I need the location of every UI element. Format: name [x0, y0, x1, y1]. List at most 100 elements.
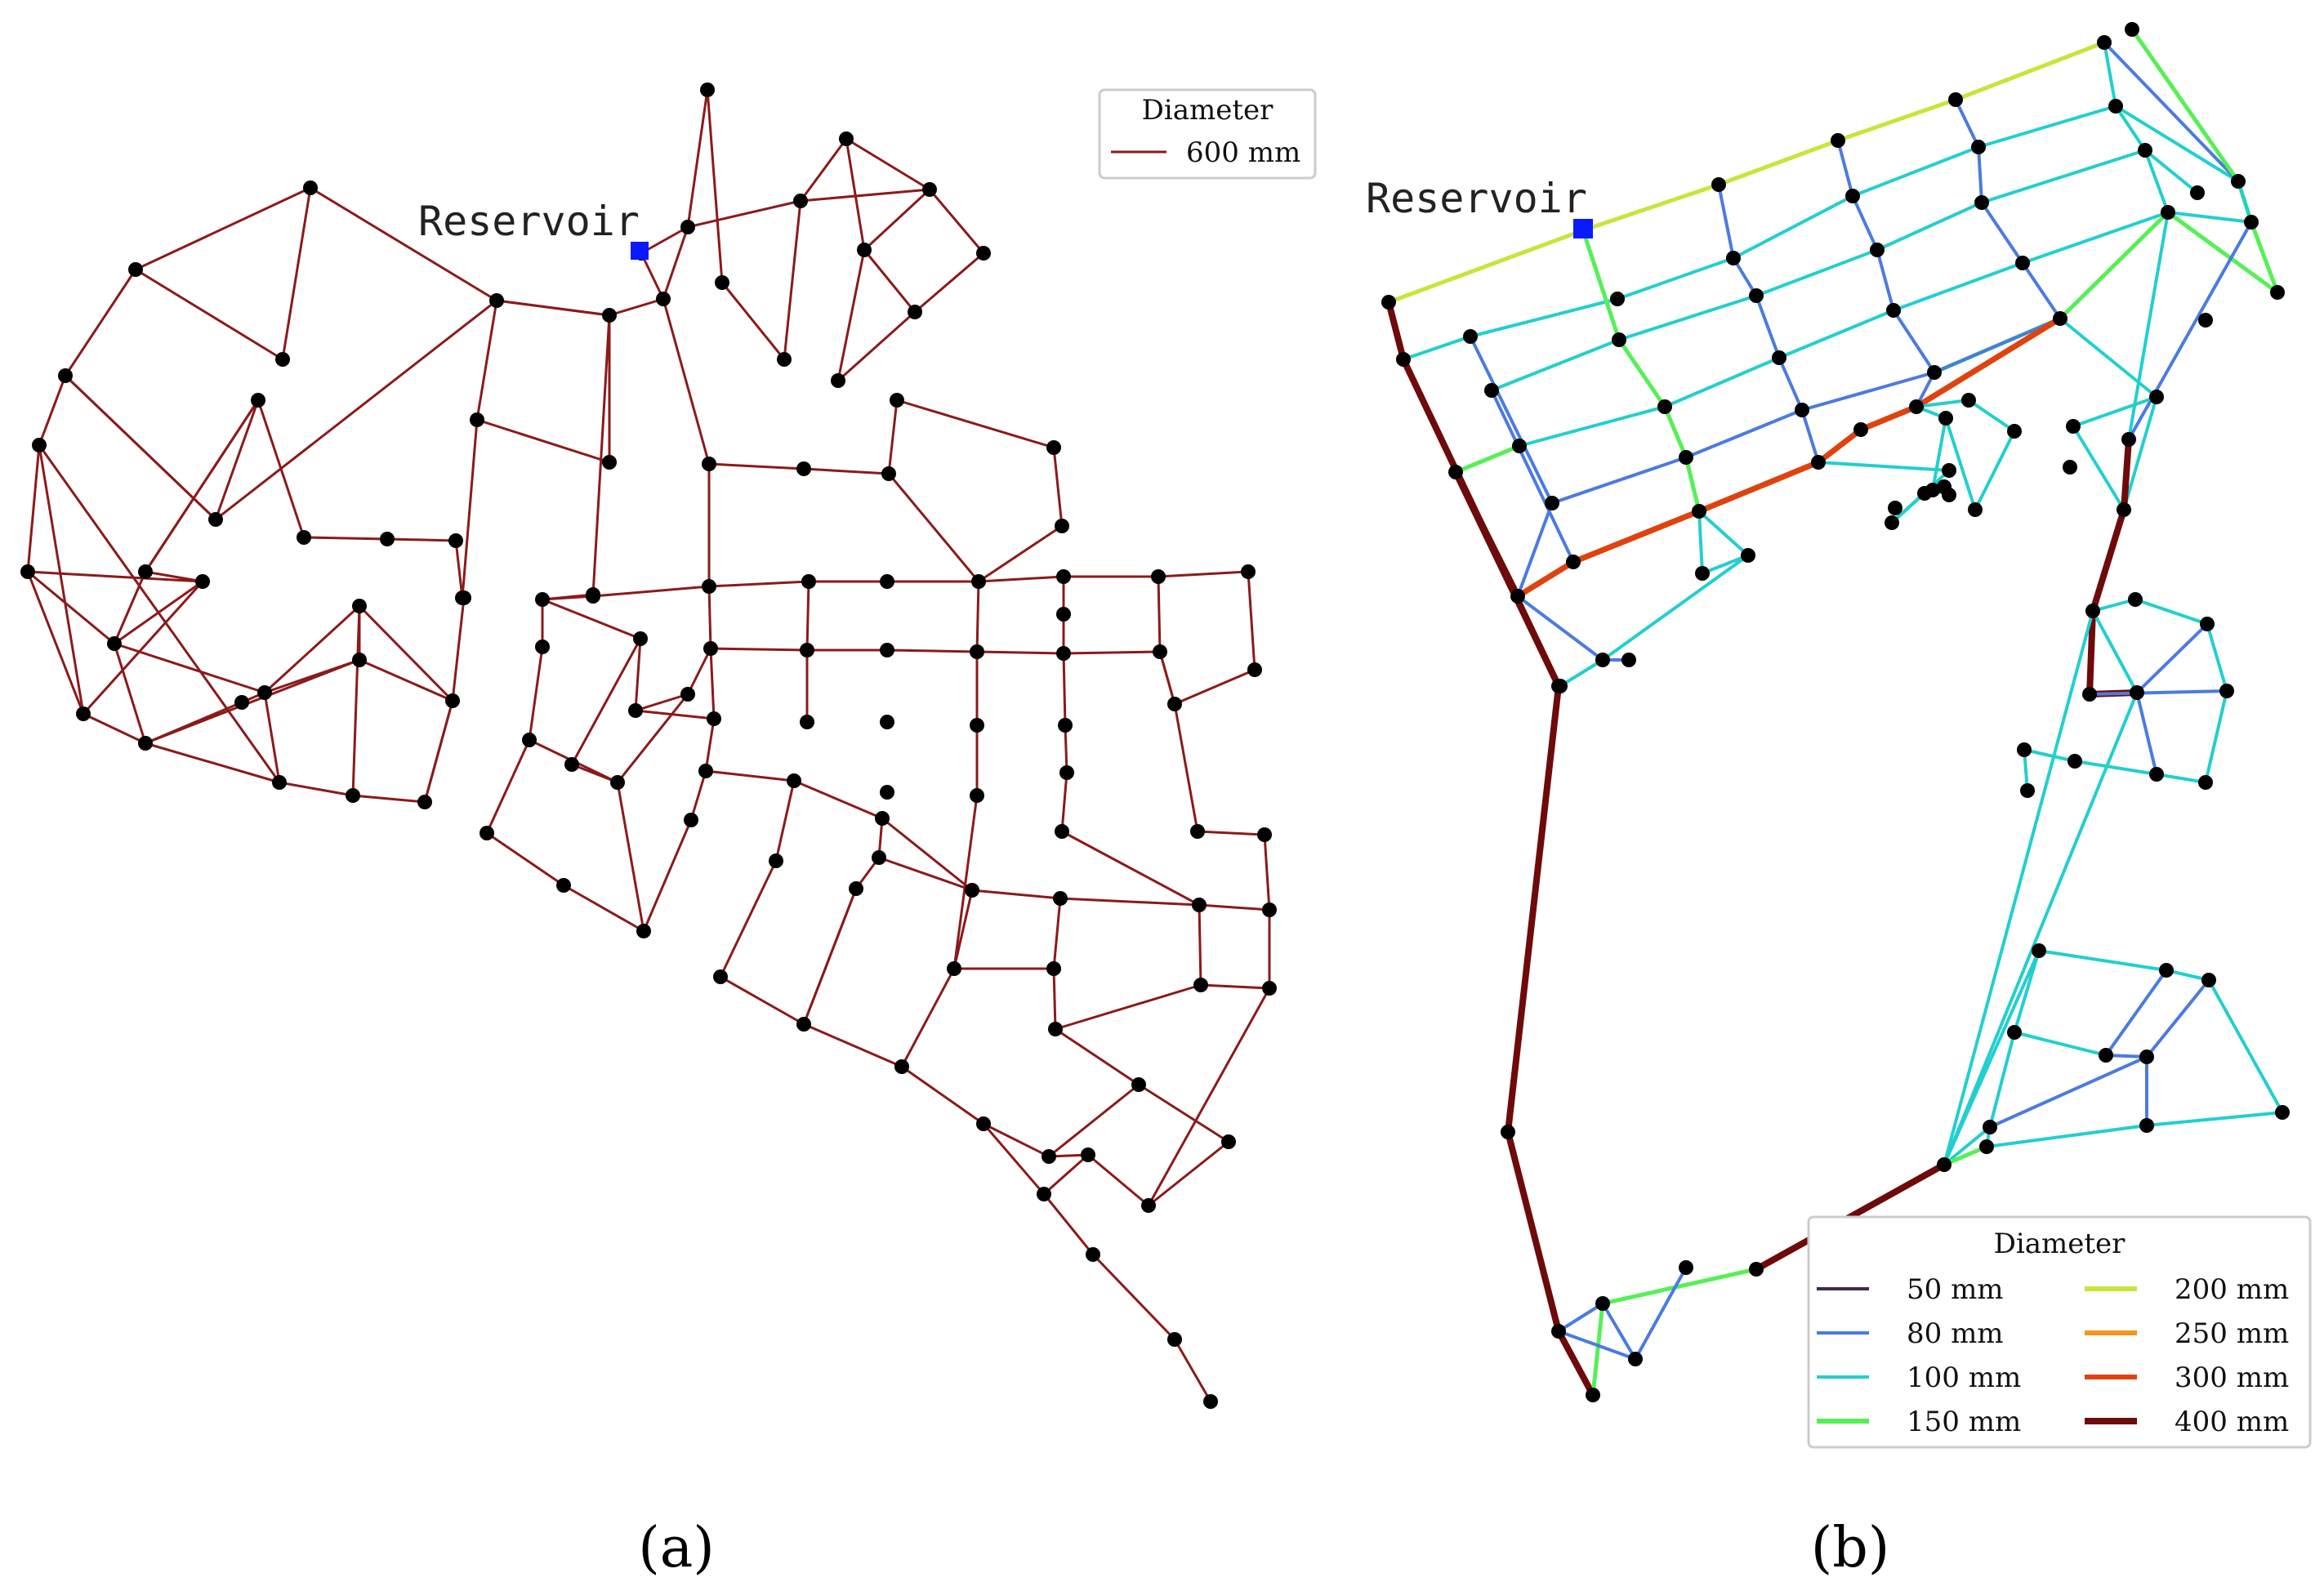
b-pipe [1697, 510, 1750, 557]
b-pipe [2143, 149, 2170, 214]
a-pipe [802, 467, 890, 475]
a-pipe [423, 699, 454, 804]
b-junction-node [2161, 205, 2175, 220]
b-pipe [1550, 456, 1688, 505]
b-junction-node [2200, 617, 2215, 631]
a-pipe [541, 595, 595, 601]
b-junction-node [1983, 1120, 1997, 1134]
b-junction-node [2198, 775, 2213, 790]
b-junction-node [2149, 767, 2164, 782]
a-junction-node [1262, 981, 1277, 996]
a-pipe [1054, 983, 1202, 1031]
a-pipe [528, 645, 544, 742]
b-pipe [2145, 1111, 2284, 1127]
a-pipe [26, 443, 41, 573]
b-junction-node [1512, 439, 1527, 453]
a-pipe [461, 418, 479, 599]
b-pipe [1988, 1055, 2148, 1129]
a-junction-node [480, 826, 494, 840]
a-junction-node [1203, 1394, 1218, 1409]
b-pipe [1931, 417, 1947, 492]
a-pipe [977, 575, 1065, 583]
a-junction-node [715, 275, 729, 290]
b-junction-node [1657, 399, 1672, 414]
legend-a-label-0: 600 mm [1186, 136, 1300, 169]
a-junction-node [1131, 1077, 1146, 1092]
reservoir-marker-b [1573, 219, 1593, 238]
b-junction-node [1621, 653, 1636, 667]
a-junction-node [251, 393, 265, 408]
a-junction-node [32, 438, 47, 452]
a-pipe [26, 570, 116, 645]
a-junction-node [831, 373, 845, 388]
b-pipe [2021, 211, 2170, 265]
a-pipe [26, 570, 85, 715]
a-pipe [570, 637, 642, 766]
a-pipe [707, 580, 810, 588]
b-junction-node [1917, 486, 1932, 501]
b-junction-node [1586, 1388, 1600, 1402]
legend-b-label: 100 mm [1907, 1361, 2021, 1394]
b-pipe [2166, 211, 2253, 224]
b-junction-node [1595, 653, 1610, 667]
a-junction-node [801, 574, 816, 589]
b-pipe [2086, 608, 2096, 697]
a-junction-node [680, 220, 695, 234]
b-junction-node [2128, 592, 2143, 607]
b-junction-node [2097, 35, 2112, 50]
b-junction-node [2125, 22, 2139, 37]
a-pipe [634, 693, 689, 712]
a-pipe [263, 604, 361, 694]
a-junction-node [700, 82, 715, 97]
b-pipe [1954, 98, 1980, 149]
b-junction-node [1741, 548, 1755, 563]
b-pipe [1915, 399, 1970, 408]
b-pipe [1892, 261, 2024, 312]
a-pipe [634, 637, 642, 712]
b-junction-node [2139, 1118, 2154, 1133]
a-junction-node [1167, 697, 1182, 711]
b-junction-node [1679, 450, 1693, 465]
a-junction-node [352, 599, 367, 613]
a-pipe [38, 374, 67, 447]
b-pipe [1716, 138, 1840, 187]
b-junction-node [1396, 352, 1411, 367]
b-junction-node [2159, 963, 2174, 978]
a-pipe [1086, 1153, 1150, 1207]
b-junction-node [2066, 419, 2081, 434]
b-junction-node [2201, 973, 2216, 987]
a-junction-node [1247, 662, 1262, 677]
b-junction-node [2063, 460, 2077, 475]
a-junction-node [1086, 1247, 1100, 1262]
b-pipe [1697, 510, 1704, 575]
b-pipe [1953, 40, 2107, 102]
a-junction-node [20, 564, 35, 579]
b-junction-node [1772, 350, 1786, 365]
a-pipe [982, 1122, 1050, 1158]
b-pipe [2037, 949, 2168, 972]
a-junction-node [380, 532, 395, 546]
a-junction-node [1053, 891, 1068, 906]
b-pipe [1851, 194, 1879, 252]
a-junction-node [976, 246, 991, 261]
b-pipe [1616, 256, 1735, 301]
b-junction-node [1501, 1125, 1515, 1139]
a-junction-node [1059, 765, 1074, 780]
b-pipe [2104, 969, 2168, 1057]
a-pipe [485, 738, 531, 835]
b-junction-node [1610, 292, 1625, 306]
legend-a-frame [1098, 88, 1317, 180]
b-pipe [2143, 149, 2199, 194]
a-junction-node [1042, 1149, 1056, 1164]
a-pipe [1042, 1192, 1095, 1256]
a-pipe [900, 967, 956, 1068]
b-pipe [2091, 609, 2139, 694]
a-pipe [616, 693, 689, 784]
b-junction-node [1853, 422, 1868, 437]
a-pipe [358, 658, 454, 702]
a-junction-node [872, 850, 886, 865]
b-pipe [1663, 356, 1781, 408]
a-pipe [863, 188, 931, 252]
a-pipe [719, 859, 778, 978]
